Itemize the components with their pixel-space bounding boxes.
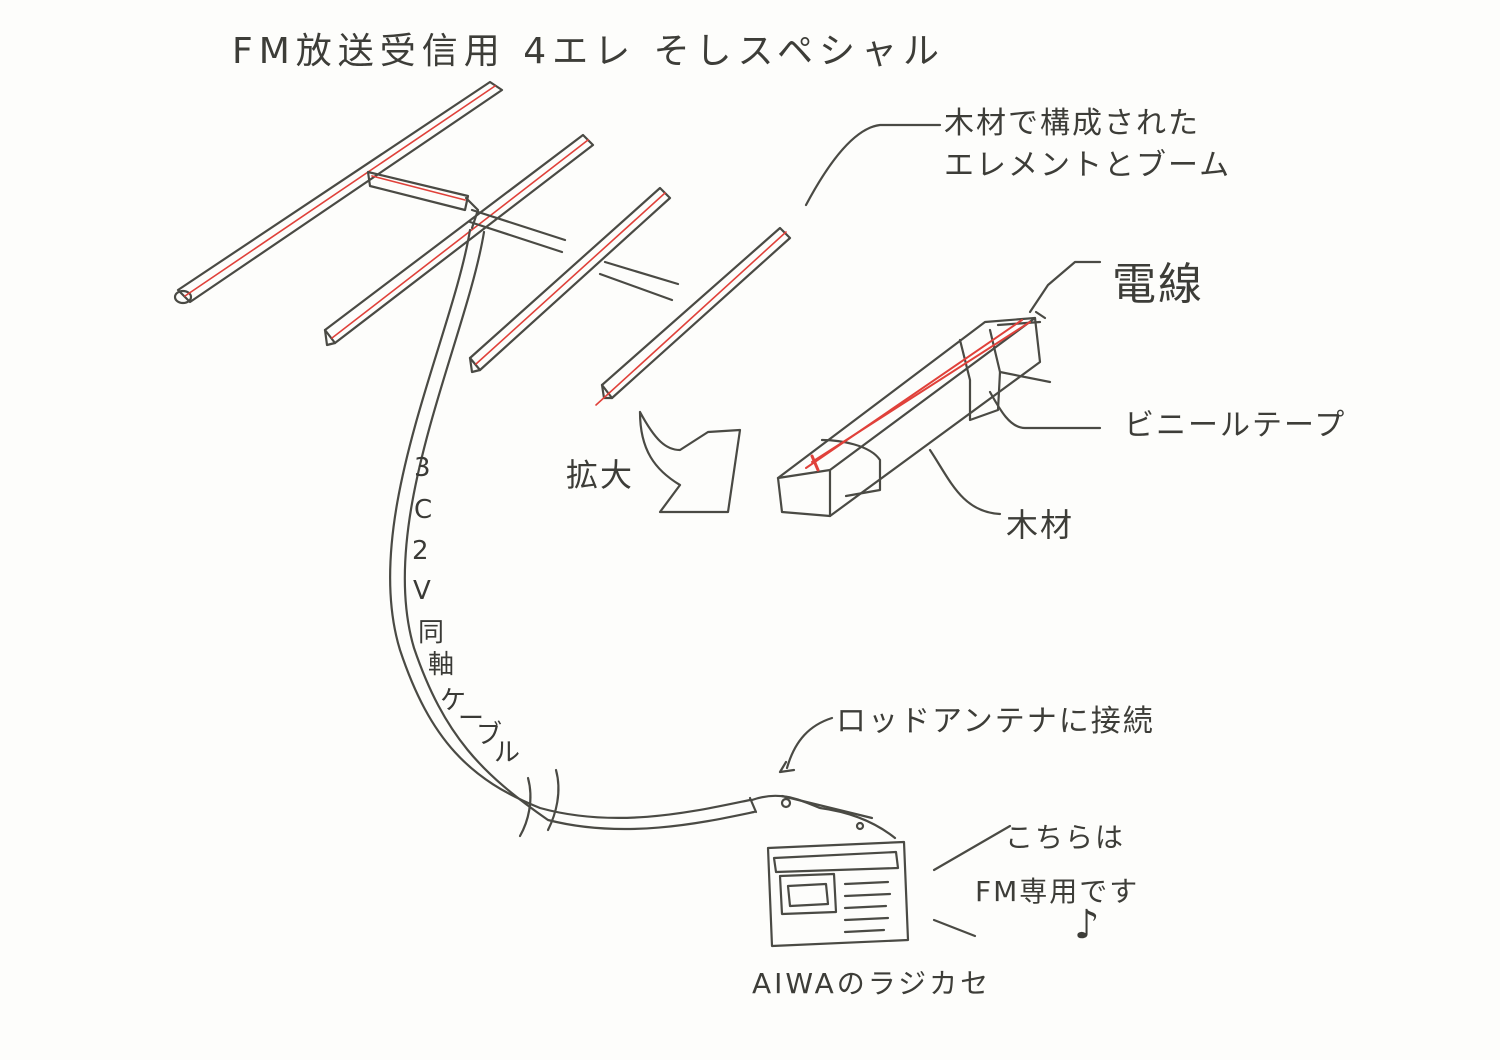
label-radio-note-line2: FM専用です [975,875,1140,908]
cable-label-char: ブ [476,720,503,750]
cable-label-char: 2 [412,536,429,566]
label-vinyl-tape: ビニールテープ [1124,408,1347,443]
cable-label-char: 同 [418,618,445,648]
coax-cable [388,228,897,840]
label-wood-frame-line1: 木材で構成された [944,106,1200,141]
cable-label-char: ル [494,738,521,768]
label-enlarge: 拡大 [566,456,635,494]
antenna-element-4 [595,226,792,406]
cable-label-char: 3 [414,453,431,483]
label-radio: AIWAのラジカセ [752,967,992,1000]
enlarged-wood-bar [776,316,1052,518]
label-rod-antenna: ロッドアンテナに接続 [836,704,1155,739]
page-title: FM放送受信用 4エレ そしスペシャル [232,31,946,72]
label-wire: 電線 [1112,259,1204,310]
cable-label-char: 軸 [428,650,455,680]
label-wood-frame-line2: エレメントとブーム [944,148,1232,183]
cable-label-char: ー [458,704,485,734]
label-radio-note-line1: こちらは [1005,821,1126,854]
antenna-element-2 [323,133,595,347]
cable-label-char: ケ [440,686,467,716]
label-wood: 木材 [1006,506,1075,544]
antenna-element-1 [173,80,504,305]
music-note-icon: ♪ [1074,902,1100,948]
antenna-boom [366,170,680,302]
leader-lines [778,123,1102,938]
zoom-arrow [638,410,742,514]
cable-label-char: C [414,495,433,525]
radio-cassette [766,840,910,948]
antenna-element-3 [468,186,672,374]
cable-label-char: V [413,576,431,606]
